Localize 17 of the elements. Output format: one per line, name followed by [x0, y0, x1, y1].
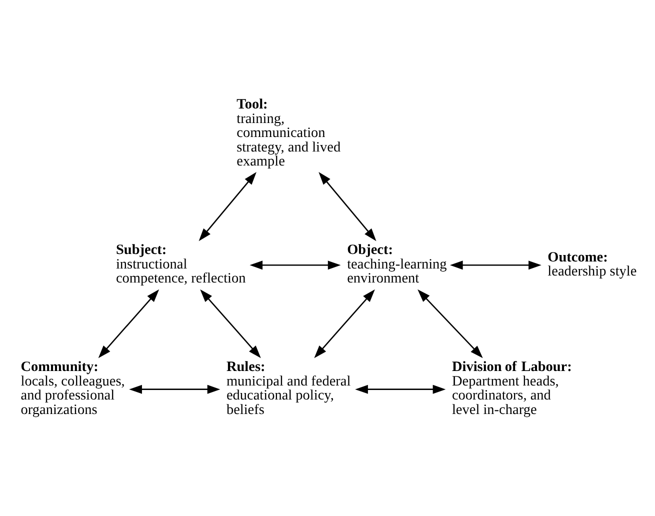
arrow	[98, 289, 160, 358]
arrow	[450, 260, 542, 270]
node-text: Outcome: leadership style	[548, 249, 637, 280]
node-text: Division of Labour: Department heads, coordinators, and level in-charge	[452, 359, 572, 418]
arrow	[318, 172, 376, 242]
arrow	[250, 260, 341, 270]
node-text: Rules: municipal and federal educational policy, beliefs	[226, 359, 351, 418]
arrow	[314, 289, 375, 358]
arrow	[198, 172, 256, 242]
arrow	[418, 289, 483, 358]
node-text: Object: teaching-learning environment	[347, 242, 447, 287]
node-text: Community: locals, colleagues, and professional organizations	[20, 359, 125, 418]
node-text: Tool: training, communication strategy, and lived example	[236, 96, 341, 170]
arrow	[355, 384, 446, 394]
arrow	[129, 384, 220, 394]
arrow	[200, 289, 261, 358]
node-text: Subject: instructional competence, reflection	[116, 242, 246, 287]
